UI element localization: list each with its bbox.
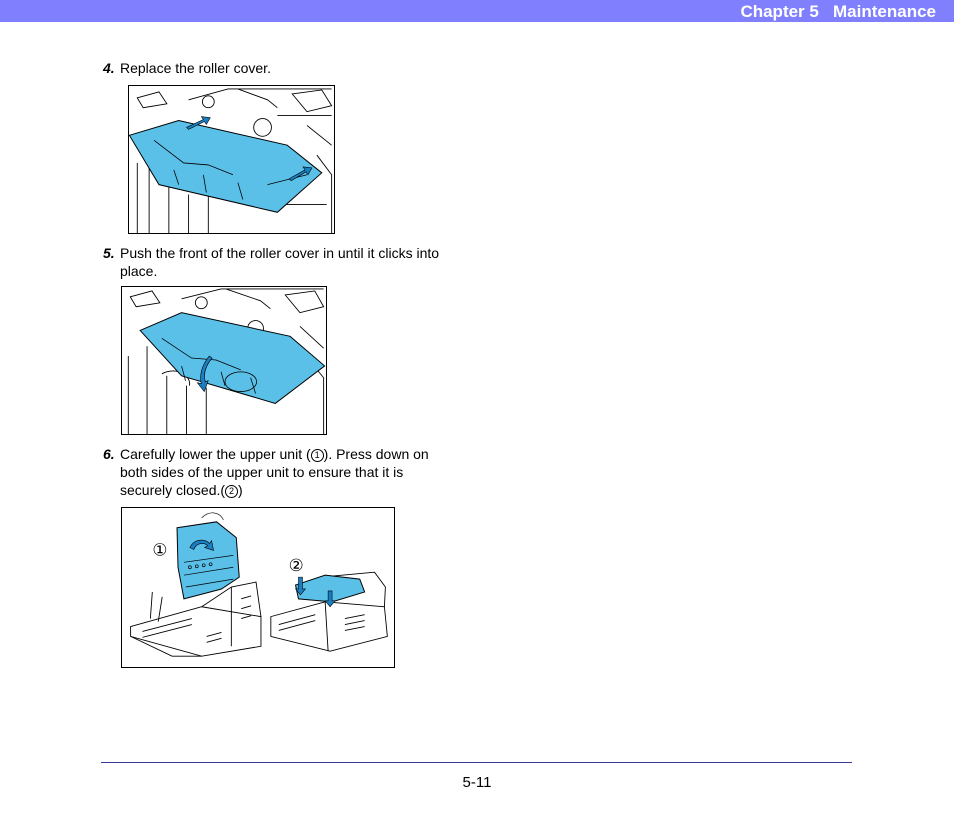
circled-number-1: 1 xyxy=(310,449,324,462)
step-text: Carefully lower the upper unit (1). Pres… xyxy=(120,445,453,499)
step-5: 5. Push the front of the roller cover in… xyxy=(103,244,453,280)
step-4: 4. Replace the roller cover. xyxy=(103,59,453,77)
upper-unit-illustration: ① ② xyxy=(130,512,388,657)
step-number: 6. xyxy=(103,446,115,462)
roller-cover-replace-illustration xyxy=(129,88,333,233)
step-text-part: ) xyxy=(238,482,243,498)
step-number: 5. xyxy=(103,245,115,261)
callout-1: ① xyxy=(152,539,167,559)
figure-replace-roller-cover xyxy=(128,85,335,234)
figure-push-roller-cover xyxy=(121,286,327,435)
step-6: 6. Carefully lower the upper unit (1). P… xyxy=(103,445,453,499)
step-text-part: ). Press down on both sides of the upper… xyxy=(120,446,429,498)
chapter-title: Chapter 5 Maintenance xyxy=(740,2,936,21)
roller-cover-push-illustration xyxy=(127,288,326,434)
footer-rule xyxy=(101,762,852,763)
figure-lower-upper-unit: ① ② xyxy=(121,507,395,668)
step-text: Push the front of the roller cover in un… xyxy=(120,245,440,279)
callout-2: ② xyxy=(289,555,304,575)
step-text: Replace the roller cover. xyxy=(120,60,271,76)
step-number: 4. xyxy=(103,60,115,76)
circled-number-2: 2 xyxy=(225,485,239,498)
step-text-part: Carefully lower the upper unit ( xyxy=(120,446,311,462)
header-bar: Chapter 5 Maintenance xyxy=(0,0,954,22)
page-number: 5-11 xyxy=(462,774,492,791)
